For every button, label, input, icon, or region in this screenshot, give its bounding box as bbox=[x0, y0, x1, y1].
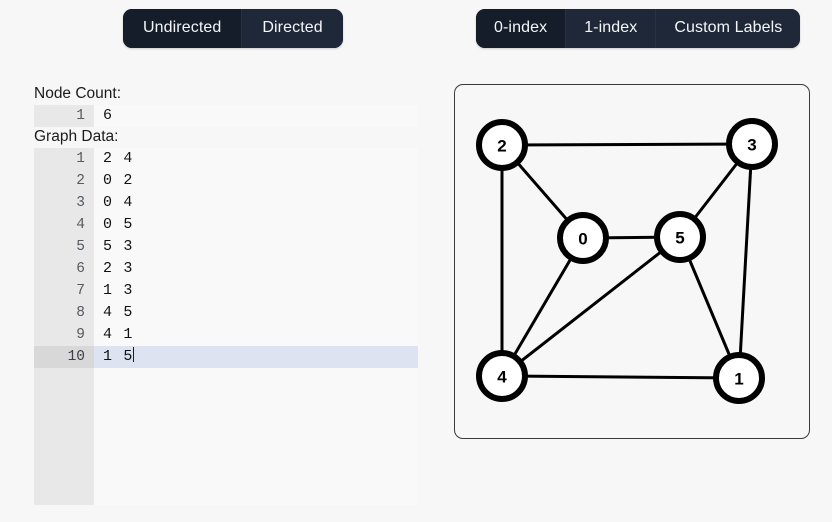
graph-edge-1-3 bbox=[737, 143, 754, 379]
line-text[interactable]: 0 5 bbox=[103, 216, 134, 233]
line-number: 8 bbox=[34, 302, 94, 324]
graph-drawing: 0 1 2 3 4 5 bbox=[476, 118, 778, 404]
code-line[interactable]: 8 4 5 bbox=[34, 302, 418, 324]
graph-node-0[interactable]: 0 bbox=[557, 212, 609, 264]
line-text[interactable]: 2 4 bbox=[103, 150, 134, 167]
code-line[interactable]: 7 1 3 bbox=[34, 280, 418, 302]
node-circle[interactable] bbox=[726, 118, 778, 170]
graph-edge-0-4 bbox=[500, 237, 585, 377]
node-label: 4 bbox=[497, 368, 507, 387]
graph-edge-2-3 bbox=[501, 142, 753, 147]
line-number: 10 bbox=[34, 346, 94, 368]
toggle-option-custom-labels[interactable]: Custom Labels bbox=[655, 9, 801, 48]
line-text[interactable]: 6 bbox=[103, 107, 114, 124]
graph-node-4[interactable]: 4 bbox=[476, 350, 528, 402]
node-count-label: Node Count: bbox=[34, 85, 122, 102]
node-label: 3 bbox=[747, 136, 756, 155]
code-line[interactable]: 6 2 3 bbox=[34, 258, 418, 280]
toggle-option-directed[interactable]: Directed bbox=[241, 9, 343, 48]
code-line[interactable]: 5 5 3 bbox=[34, 236, 418, 258]
line-text[interactable]: 2 3 bbox=[103, 260, 134, 277]
code-line[interactable]: 4 0 5 bbox=[34, 214, 418, 236]
gutter-filler bbox=[34, 368, 94, 505]
line-text[interactable]: 1 5 bbox=[94, 346, 418, 368]
line-text[interactable]: 4 5 bbox=[103, 304, 134, 321]
code-line[interactable]: 3 0 4 bbox=[34, 192, 418, 214]
line-text[interactable]: 0 2 bbox=[103, 172, 134, 189]
code-line[interactable]: 9 4 1 bbox=[34, 324, 418, 346]
code-line[interactable]: 2 0 2 bbox=[34, 170, 418, 192]
line-text[interactable]: 0 4 bbox=[103, 194, 134, 211]
toggle-option-undirected[interactable]: Undirected bbox=[123, 9, 242, 48]
node-circle[interactable] bbox=[557, 212, 609, 264]
line-number: 4 bbox=[34, 214, 94, 236]
editor-empty-area[interactable] bbox=[94, 368, 418, 505]
node-label: 5 bbox=[675, 229, 684, 248]
editor-filler bbox=[34, 368, 418, 505]
graph-node-2[interactable]: 2 bbox=[476, 119, 528, 171]
graph-edge-4-5 bbox=[501, 235, 681, 378]
graph-canvas[interactable]: 0 1 2 3 4 5 bbox=[454, 84, 810, 439]
code-line[interactable]: 1 2 4 bbox=[34, 148, 418, 170]
line-number: 2 bbox=[34, 170, 94, 192]
line-number: 3 bbox=[34, 192, 94, 214]
graph-edge-4-1 bbox=[501, 374, 740, 380]
line-number: 7 bbox=[34, 280, 94, 302]
graph-nodes: 0 1 2 3 4 5 bbox=[476, 118, 778, 404]
node-label: 1 bbox=[734, 370, 743, 389]
graph-data-label: Graph Data: bbox=[34, 128, 119, 145]
toggle-option-0-index[interactable]: 0-index bbox=[476, 9, 566, 48]
line-text[interactable]: 4 1 bbox=[103, 326, 134, 343]
node-label: 0 bbox=[578, 230, 587, 249]
line-number: 5 bbox=[34, 236, 94, 258]
graph-node-5[interactable]: 5 bbox=[654, 211, 706, 263]
node-circle[interactable] bbox=[476, 119, 528, 171]
line-number: 6 bbox=[34, 258, 94, 280]
node-circle[interactable] bbox=[654, 211, 706, 263]
graph-edges bbox=[500, 142, 754, 380]
line-number: 9 bbox=[34, 324, 94, 346]
node-circle[interactable] bbox=[476, 350, 528, 402]
graph-node-1[interactable]: 1 bbox=[713, 352, 765, 404]
toggle-option-1-index[interactable]: 1-index bbox=[565, 9, 656, 48]
node-label: 2 bbox=[497, 137, 506, 156]
line-text[interactable]: 1 3 bbox=[103, 282, 134, 299]
line-text[interactable]: 5 3 bbox=[103, 238, 134, 255]
line-number: 1 bbox=[34, 148, 94, 170]
line-number: 1 bbox=[34, 105, 94, 127]
node-circle[interactable] bbox=[713, 352, 765, 404]
text-caret bbox=[132, 347, 134, 362]
graph-node-3[interactable]: 3 bbox=[726, 118, 778, 170]
